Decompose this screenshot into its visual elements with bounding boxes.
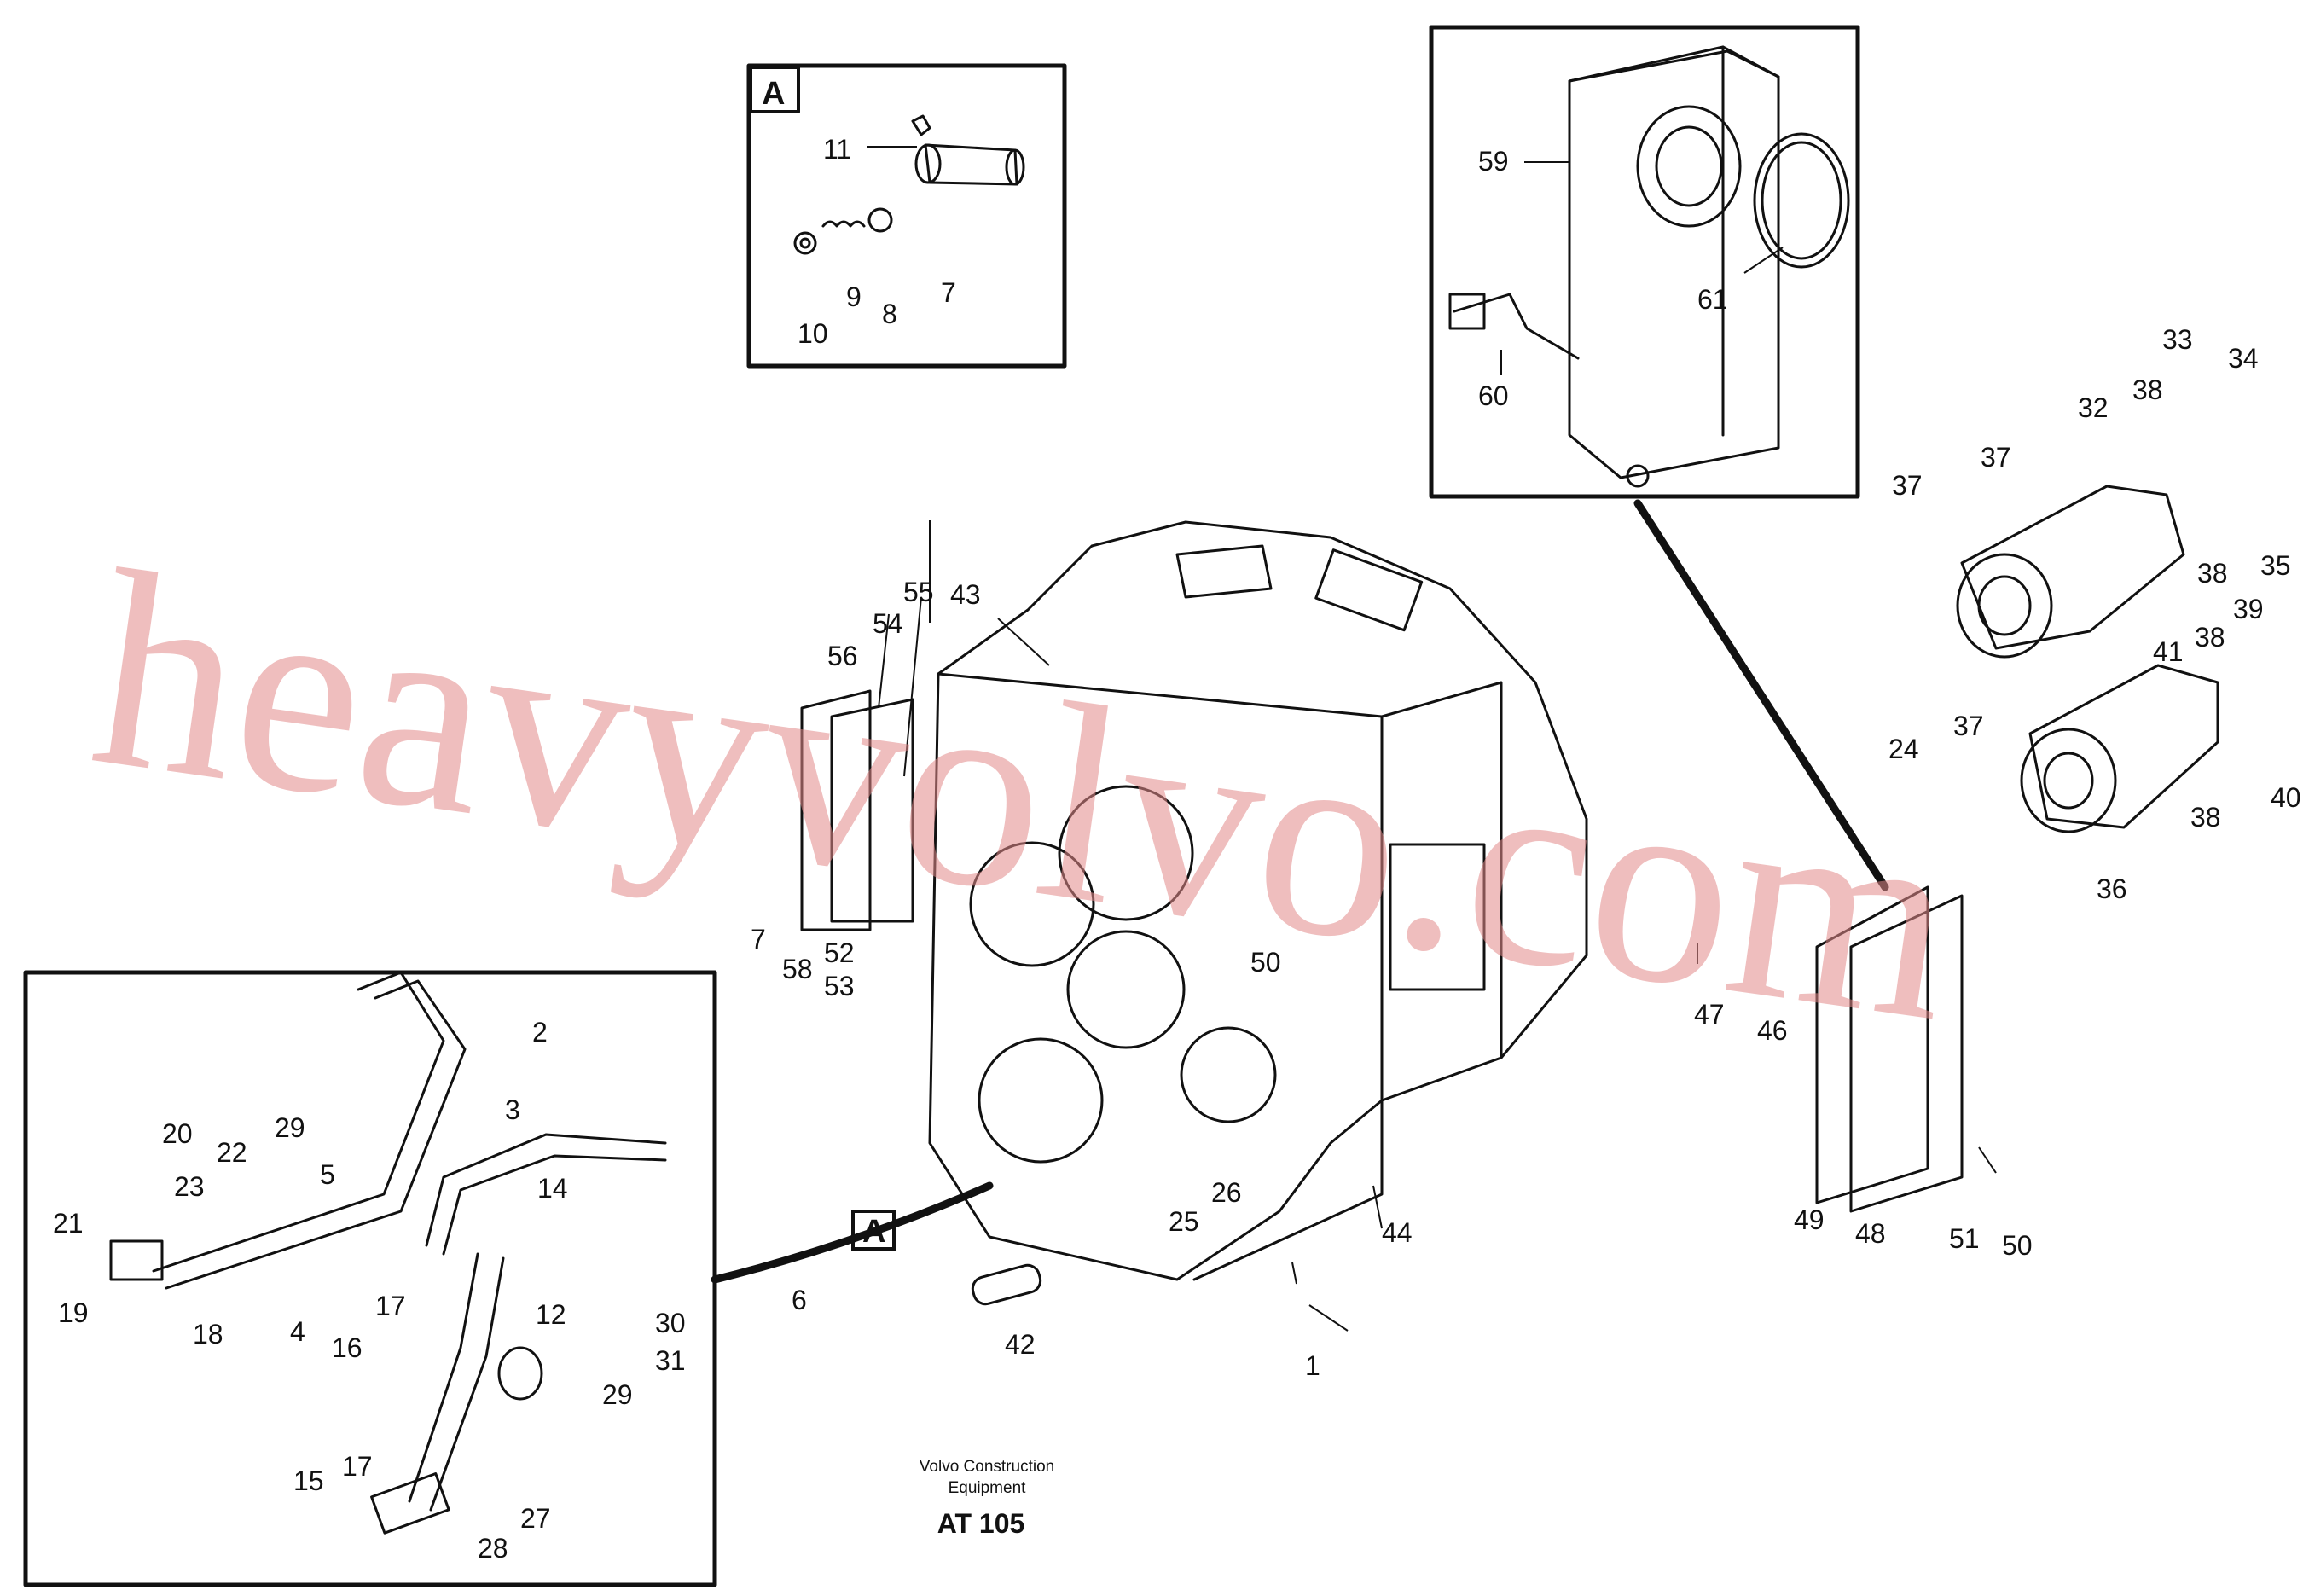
- part-label-60: 60: [1478, 380, 1509, 411]
- part-label-5: 5: [320, 1159, 335, 1190]
- pin-42: [971, 1263, 1042, 1306]
- part-label-51: 51: [1949, 1223, 1980, 1254]
- part-label-34: 34: [2228, 343, 2259, 374]
- part-label-58: 58: [782, 954, 813, 984]
- part-label-10: 10: [798, 318, 828, 349]
- part-label-35: 35: [2260, 550, 2291, 581]
- part-label-8: 8: [882, 299, 897, 329]
- part-label-22: 22: [217, 1137, 247, 1168]
- part-label-38b: 38: [2197, 558, 2228, 589]
- part-label-54: 54: [873, 608, 903, 639]
- bearing-housing-36: [2020, 664, 2219, 833]
- part-label-37a: 37: [1892, 470, 1923, 501]
- part-label-3: 3: [505, 1094, 520, 1125]
- part-label-41: 41: [2153, 636, 2184, 667]
- bearing-housing-32: [1956, 485, 2185, 659]
- part-label-17a: 17: [375, 1291, 406, 1321]
- part-label-50: 50: [2002, 1230, 2033, 1261]
- part-label-33: 33: [2162, 324, 2193, 355]
- detail-housing-parts: [1448, 45, 1850, 488]
- main-housing: [928, 520, 1588, 1281]
- part-label-19: 19: [58, 1297, 89, 1328]
- detail-pipes-parts: [109, 971, 667, 1535]
- part-label-59: 59: [1478, 146, 1509, 177]
- part-label-47: 47: [1694, 999, 1725, 1030]
- part-label-44: 44: [1382, 1217, 1413, 1248]
- part-label-12: 12: [536, 1299, 566, 1330]
- part-label-27: 27: [520, 1503, 551, 1534]
- part-label-29b: 29: [602, 1379, 633, 1410]
- part-label-30: 30: [655, 1308, 686, 1338]
- detail-a-callout-box: [851, 1210, 896, 1251]
- part-label-7b: 7: [751, 924, 766, 955]
- part-label-9: 9: [846, 281, 862, 312]
- part-label-29a: 29: [275, 1112, 305, 1143]
- part-label-11: 11: [823, 134, 851, 165]
- part-label-49-partial: 50: [1250, 947, 1281, 978]
- part-label-25: 25: [1169, 1206, 1199, 1237]
- part-label-2: 2: [532, 1017, 548, 1048]
- part-label-23: 23: [174, 1171, 205, 1202]
- detail-a-parts: [793, 114, 1025, 255]
- part-label-32: 32: [2078, 392, 2109, 423]
- part-label-28: 28: [478, 1533, 508, 1564]
- part-label-52: 52: [824, 937, 855, 968]
- part-label-61: 61: [1697, 284, 1728, 315]
- part-label-42: 42: [1005, 1329, 1036, 1360]
- part-number-labels: 1 2 3 4 5 6 7 7 8 9 10 11 12 14 15 16 17…: [53, 134, 2301, 1564]
- part-label-7a: 7: [941, 277, 956, 308]
- cover-49: [1849, 894, 1964, 1213]
- part-label-40: 40: [2271, 782, 2301, 813]
- part-label-55: 55: [903, 577, 934, 607]
- part-label-14: 14: [537, 1173, 568, 1204]
- part-label-26: 26: [1211, 1177, 1242, 1208]
- part-label-16: 16: [332, 1332, 363, 1363]
- part-label-56: 56: [827, 641, 858, 671]
- part-label-38a: 38: [2132, 374, 2163, 405]
- detail-a-callout: A: [862, 1214, 885, 1250]
- caption-code: AT 105: [937, 1508, 1025, 1539]
- part-label-31: 31: [655, 1345, 686, 1376]
- detail-housing-frame: [1429, 25, 1860, 499]
- caption-line-1: Volvo Construction: [920, 1458, 1054, 1476]
- part-label-53: 53: [824, 971, 855, 1001]
- part-label-18: 18: [193, 1319, 223, 1349]
- part-label-37c: 37: [1953, 711, 1984, 741]
- detail-link-line-upper: [1633, 499, 1889, 891]
- part-label-36: 36: [2097, 873, 2127, 904]
- part-label-37b: 37: [1981, 442, 2011, 473]
- part-label-6: 6: [792, 1285, 807, 1315]
- cover-48: [1815, 885, 1929, 1204]
- leader-lines: [867, 146, 1997, 1332]
- part-label-4: 4: [290, 1316, 305, 1347]
- part-label-39: 39: [2233, 594, 2264, 624]
- part-label-49: 49: [1794, 1204, 1825, 1235]
- part-label-15: 15: [293, 1465, 324, 1496]
- part-label-38d: 38: [2190, 802, 2221, 833]
- detail-a-tag: A: [762, 76, 785, 112]
- part-label-1: 1: [1305, 1350, 1320, 1381]
- part-label-24: 24: [1888, 734, 1919, 764]
- detail-a-tag-box: [749, 66, 800, 113]
- part-label-38c: 38: [2195, 622, 2225, 653]
- part-label-43: 43: [950, 579, 981, 610]
- part-label-21: 21: [53, 1208, 84, 1239]
- part-label-46: 46: [1757, 1015, 1788, 1046]
- watermark-text: heavyvolvo.com: [78, 512, 1971, 1080]
- caption-line-2: Equipment: [949, 1479, 1027, 1497]
- part-label-17b: 17: [342, 1451, 373, 1482]
- part-label-48: 48: [1855, 1218, 1886, 1249]
- detail-a-frame: [746, 63, 1067, 369]
- cover-plate-56: [800, 689, 872, 931]
- part-label-20: 20: [162, 1118, 193, 1149]
